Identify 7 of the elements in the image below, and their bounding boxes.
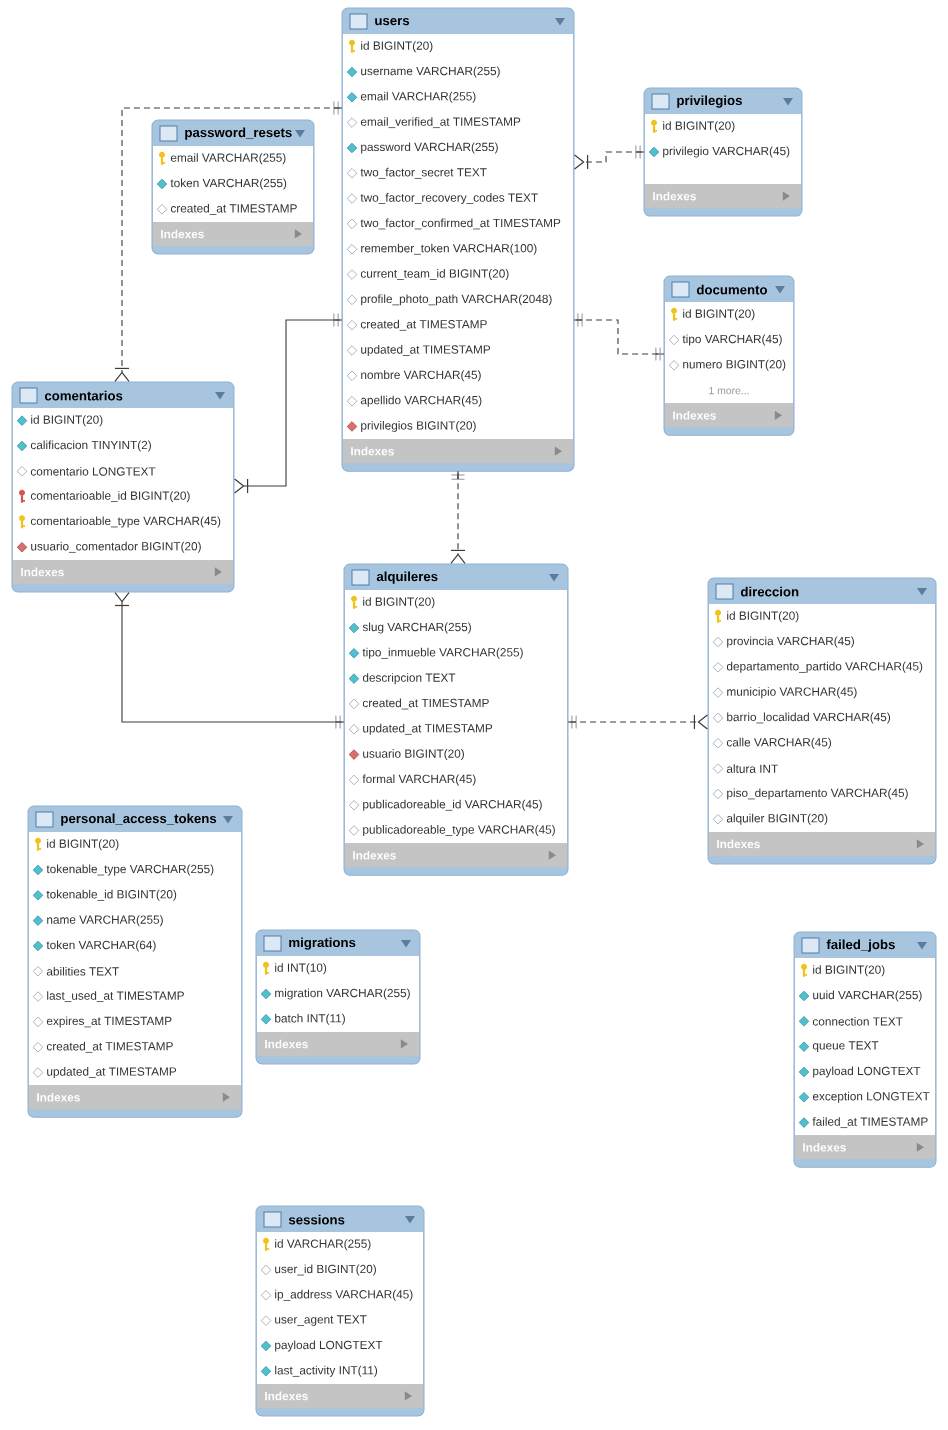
relationship-line xyxy=(450,470,466,564)
relationship-line xyxy=(114,591,345,729)
relationship-line xyxy=(573,313,665,361)
relationship-line xyxy=(234,313,343,494)
relationship-line xyxy=(567,714,708,730)
relationship-line xyxy=(574,145,645,170)
relationship-line xyxy=(114,101,343,382)
